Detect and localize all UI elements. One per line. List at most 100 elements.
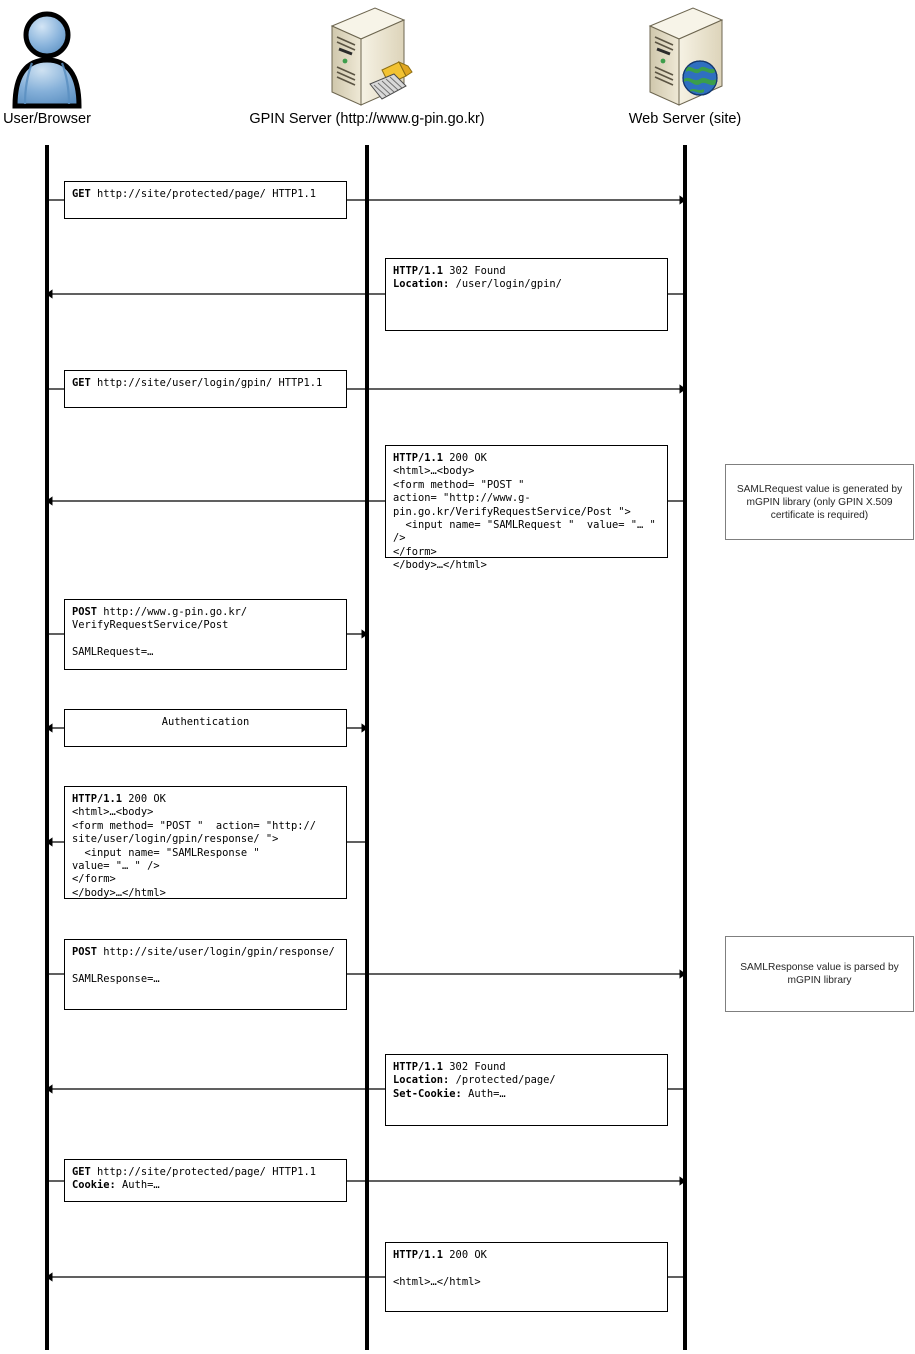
message-line: POST http://site/user/login/gpin/respons…: [72, 946, 339, 959]
message-text: <input name= "SAMLRequest " value= "… " …: [393, 519, 663, 545]
message-text: 200 OK: [122, 793, 166, 805]
message-text: <form method= "POST " action= "http://: [72, 819, 316, 832]
message-text: Auth=…: [461, 1087, 506, 1100]
message-line: <form method= "POST " action= "http://ww…: [393, 479, 660, 506]
person-icon: [0, 4, 197, 112]
message-keyword: Location:: [393, 1074, 450, 1087]
message-text: <form method= "POST " action= "http://ww…: [393, 478, 537, 505]
authentication-exchange: Authentication: [64, 709, 347, 747]
gpin-response-with-samlresponse-form: HTTP/1.1 200 OK<html>…<body><form method…: [64, 786, 347, 899]
message-line: <html>…<body>: [72, 806, 339, 819]
message-keyword: GET: [72, 1166, 91, 1178]
message-text: <html>…<body>: [393, 465, 475, 478]
message-line: pin.go.kr/VerifyRequestService/Post ">: [393, 506, 660, 519]
actor-web-server-label: Web Server (site): [628, 111, 742, 127]
message-line: [72, 959, 339, 972]
server-web-icon: [535, 4, 835, 112]
message-line: Set-Cookie: Auth=…: [393, 1088, 660, 1101]
lifeline-web-server: [683, 145, 687, 1350]
message-keyword: HTTP/1.1: [393, 265, 444, 277]
message-text: <html>…<body>: [72, 806, 154, 819]
message-line: </form>: [393, 546, 660, 559]
message-line: SAMLResponse=…: [72, 973, 339, 986]
message-line: <input name= "SAMLRequest " value= "… " …: [393, 519, 660, 546]
message-line: GET http://site/user/login/gpin/ HTTP1.1: [72, 377, 339, 390]
message-line: </form>: [72, 873, 339, 886]
message-line: VerifyRequestService/Post: [72, 619, 339, 632]
message-text: 302 Found: [443, 265, 506, 277]
server-edit-icon-glyph: [330, 7, 413, 106]
protected-page-response: HTTP/1.1 200 OK <html>…</html>: [385, 1242, 668, 1312]
message-keyword: Location:: [393, 278, 450, 291]
get-protected-page-request: GET http://site/protected/page/ HTTP1.1: [64, 181, 347, 219]
message-keyword: POST: [72, 946, 98, 958]
message-text: http://site/protected/page/ HTTP1.1: [90, 188, 316, 200]
message-line: GET http://site/protected/page/ HTTP1.1: [72, 188, 339, 201]
server-web-icon-glyph: [648, 7, 724, 106]
actor-user-label: User/Browser: [3, 111, 91, 127]
message-text: 302 Found: [443, 1061, 506, 1073]
message-line: </body>…</html>: [393, 559, 660, 572]
note-samlresponse-parsing: SAMLResponse value is parsed by mGPIN li…: [725, 936, 914, 1012]
post-samlrequest-to-gpin: POST http://www.g-pin.go.kr/VerifyReques…: [64, 599, 347, 670]
login-page-with-samlrequest-form: HTTP/1.1 200 OK<html>…<body><form method…: [385, 445, 668, 571]
note-text: SAMLResponse value is parsed by mGPIN li…: [740, 962, 899, 986]
message-line: </body>…</html>: [72, 887, 339, 900]
actor-web-server: Web Server (site): [535, 4, 835, 128]
message-line: HTTP/1.1 200 OK: [393, 1249, 660, 1262]
get-gpin-login-request: GET http://site/user/login/gpin/ HTTP1.1: [64, 370, 347, 408]
message-line: HTTP/1.1 302 Found: [393, 1061, 660, 1074]
message-line: Cookie: Auth=…: [72, 1179, 339, 1192]
message-keyword: POST: [72, 606, 98, 618]
message-line: SAMLRequest=…: [72, 646, 339, 659]
message-text: http://www.g-pin.go.kr/: [97, 606, 248, 618]
message-line: HTTP/1.1 302 Found: [393, 265, 660, 278]
message-text: </body>…</html>: [72, 886, 166, 899]
message-text: </form>: [393, 545, 437, 558]
lifeline-user: [45, 145, 49, 1350]
globe-icon: [682, 60, 718, 96]
message-line: HTTP/1.1 200 OK: [72, 793, 339, 806]
message-text: http://site/protected/page/ HTTP1.1: [90, 1166, 316, 1178]
message-text: <html>…</html>: [393, 1275, 481, 1288]
message-text: Auth=…: [115, 1179, 160, 1192]
actor-user: User/Browser: [0, 4, 197, 128]
message-line: Location: /protected/page/: [393, 1074, 660, 1087]
message-line: <html>…</html>: [393, 1276, 660, 1289]
message-line: <html>…<body>: [393, 465, 660, 478]
person-icon-glyph: [12, 11, 82, 109]
message-text: 200 OK: [443, 1249, 487, 1261]
message-line: [72, 633, 339, 646]
message-keyword: GET: [72, 377, 91, 389]
message-text: /protected/page/: [449, 1074, 556, 1087]
message-keyword: GET: [72, 188, 91, 200]
message-text: http://site/user/login/gpin/response/: [97, 946, 335, 958]
message-text: Authentication: [161, 716, 250, 728]
actor-gpin-server-label: GPIN Server (http://www.g-pin.go.kr): [249, 111, 485, 127]
message-line: Location: /user/login/gpin/: [393, 278, 660, 291]
post-samlresponse-to-site: POST http://site/user/login/gpin/respons…: [64, 939, 347, 1010]
server-edit-icon: [217, 4, 517, 112]
message-keyword: Set-Cookie:: [393, 1087, 462, 1100]
message-keyword: HTTP/1.1: [393, 1249, 444, 1261]
message-text: SAMLResponse=…: [72, 972, 160, 985]
message-text: /user/login/gpin/: [449, 278, 562, 291]
message-line: POST http://www.g-pin.go.kr/: [72, 606, 339, 619]
actor-gpin-server: GPIN Server (http://www.g-pin.go.kr): [217, 4, 517, 128]
message-line: site/user/login/gpin/response/ ">: [72, 833, 339, 846]
message-text: site/user/login/gpin/response/ ">: [72, 833, 279, 846]
note-text: SAMLRequest value is generated by mGPIN …: [736, 483, 903, 521]
message-text: 200 OK: [443, 452, 487, 464]
message-line: [393, 1262, 660, 1275]
message-line: HTTP/1.1 200 OK: [393, 452, 660, 465]
message-text: http://site/user/login/gpin/ HTTP1.1: [90, 377, 323, 389]
message-text: </form>: [72, 873, 116, 886]
message-line: <input name= "SAMLResponse " value= "… "…: [72, 847, 339, 874]
message-line: GET http://site/protected/page/ HTTP1.1: [72, 1166, 339, 1179]
message-text: SAMLRequest=…: [72, 646, 154, 659]
message-keyword: HTTP/1.1: [72, 793, 123, 805]
